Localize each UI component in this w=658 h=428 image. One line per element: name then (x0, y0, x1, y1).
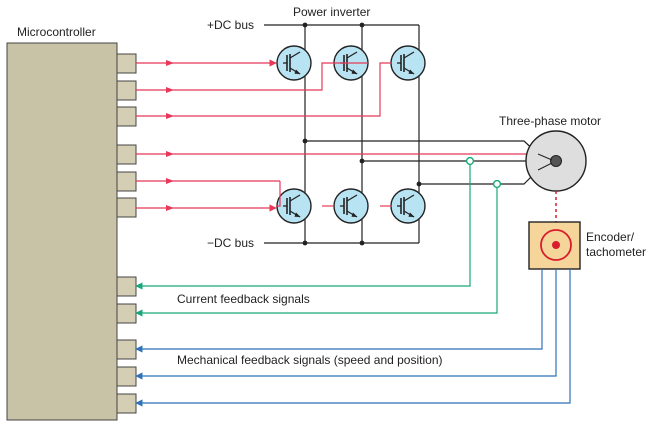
transistor-top-1 (276, 45, 312, 81)
junction-dots (302, 22, 422, 246)
dc-bus-negative-label: −DC bus (207, 236, 254, 250)
encoder-label-line2: tachometer (586, 245, 646, 259)
pin-current-2 (116, 303, 137, 324)
pin-out-1 (116, 53, 137, 74)
power-inverter-label: Power inverter (293, 5, 370, 19)
gate-signal-lines (136, 59, 538, 212)
microcontroller-label: Microcontroller (17, 25, 96, 39)
encoder-label-line1: Encoder/ (586, 230, 635, 244)
microcontroller-pins (116, 53, 137, 414)
mechanical-feedback-lines (135, 269, 571, 407)
dc-bus-positive-label: +DC bus (207, 18, 254, 32)
gate-arrows (166, 60, 174, 211)
encoder-block (528, 221, 581, 270)
transistor-bottom-1 (276, 188, 312, 224)
microcontroller-block (6, 42, 118, 421)
current-feedback-lines (135, 164, 498, 317)
pin-mech-3 (116, 393, 137, 414)
three-phase-motor-label: Three-phase motor (499, 114, 601, 128)
three-phase-motor (525, 130, 587, 192)
pin-mech-1 (116, 339, 137, 360)
current-sensors (465, 156, 502, 189)
transistor-top-3 (390, 45, 426, 81)
pin-out-4 (116, 144, 137, 165)
pin-current-1 (116, 276, 137, 297)
pin-mech-2 (116, 366, 137, 387)
pin-out-2 (116, 80, 137, 101)
transistor-bottom-3 (390, 188, 426, 224)
transistor-bottom-2 (333, 188, 369, 224)
pin-out-6 (116, 197, 137, 218)
pin-out-5 (116, 171, 137, 192)
current-feedback-label: Current feedback signals (177, 292, 310, 306)
mechanical-feedback-label: Mechanical feedback signals (speed and p… (177, 353, 443, 367)
pin-out-3 (116, 106, 137, 127)
